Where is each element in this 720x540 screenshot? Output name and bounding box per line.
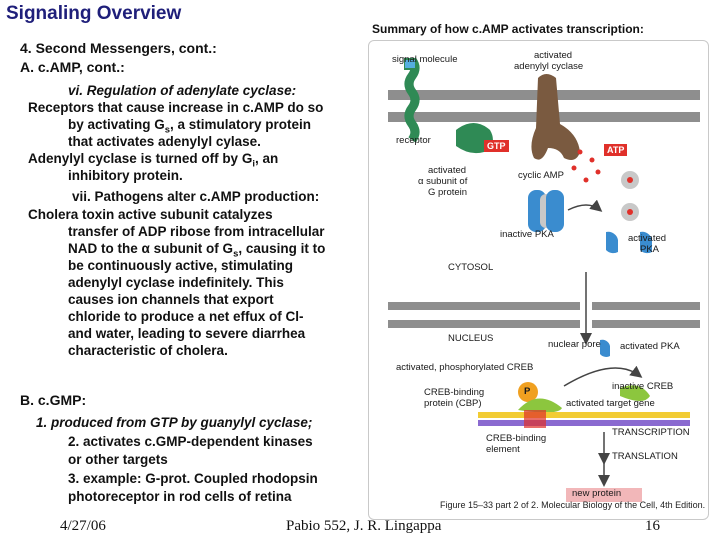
label-nuclear-pore: nuclear pore [548,339,601,350]
body-line-14: chloride to produce a net effux of Cl- [68,309,304,324]
label-atp: ATP [604,144,628,156]
slide-title: Signaling Overview [6,3,182,24]
label-cbp-1: CREB-binding [424,387,485,398]
body-line-10: NAD to the α subunit of Gs, causing it t… [68,241,326,260]
body-line-15: and water, leading to severe diarrhea [68,326,306,341]
label-receptor: receptor [396,135,431,146]
signal-molecule-inner [405,60,415,68]
label-activated-alpha-2: α subunit of [418,176,468,187]
receptor-shape [404,57,420,143]
nuclear-envelope-inner [388,320,700,328]
cgmp-line-4: 3. example: G-prot. Coupled rhodopsin [68,471,318,486]
dna-strand-1 [478,412,690,418]
body-line-16: characteristic of cholera. [68,343,228,358]
footer-date: 4/27/06 [60,518,106,534]
cgmp-line-3: or other targets [68,452,168,467]
nuclear-envelope-outer [388,302,700,310]
heading-second-messengers: 4. Second Messengers, cont.: [20,40,217,56]
inactive-creb-shape [620,385,650,401]
body-line-13: causes ion channels that export [68,292,274,307]
p-badge-circle [518,382,538,402]
activated-pka-shape [606,171,652,254]
body-line-12: adenylyl cyclase indefinitely. This [68,275,284,290]
figure-caption: Figure 15–33 part 2 of 2. Molecular Biol… [440,500,706,510]
label-inactive-creb: inactive CREB [612,381,674,392]
body-line-6: inhibitory protein. [68,168,183,183]
label-cbp-2: protein (CBP) [424,398,482,409]
body-line-7: vii. Pathogens alter c.AMP production: [72,189,320,204]
body-line-8: Cholera toxin active subunit catalyzes [28,207,273,222]
body-line-2: Receptors that cause increase in c.AMP d… [28,100,324,115]
label-activated-pka-1: activated [628,233,667,244]
label-nucleus: NUCLEUS [448,333,494,344]
body-line-5: Adenylyl cyclase is turned off by Gi, an [28,151,279,170]
footer-center: Pabio 552, J. R. Lingappa [286,518,442,534]
inactive-pka-shape [528,190,564,232]
dna-strand-2 [478,420,690,426]
label-p-badge: P [524,386,531,397]
label-gtp: GTP [484,140,509,152]
label-adenylyl-cyclase: adenylyl cyclase [514,61,584,72]
label-activated-pka-2: PKA [640,244,660,255]
footer-page-number: 16 [645,518,660,534]
cgmp-line-2: 2. activates c.GMP-dependent kinases [68,434,313,449]
figure-frame [368,40,709,520]
activated-creb-shape [518,398,562,413]
label-new-protein: new protein [572,488,622,499]
heading-cgmp: B. c.GMP: [20,392,87,408]
label-signal-molecule: signal molecule [392,54,458,65]
label-activated-pka-nucleus: activated PKA [620,341,680,352]
body-line-3: by activating Gs, a stimulatory protein [68,117,312,136]
body-line-1: vi. Regulation of adenylate cyclase: [68,83,297,98]
camp-pathway-diagram [388,57,700,502]
heading-camp: A. c.AMP, cont.: [20,59,125,75]
activated-pka-nucleus-shape [600,339,610,357]
new-protein-box [566,488,642,502]
body-line-9: transfer of ADP ribose from intracellula… [68,224,325,239]
cgmp-line-5: photoreceptor in rod cells of retina [68,489,292,504]
creb-binding-element-box [524,410,546,428]
label-activated-alpha-1: activated [428,165,467,176]
label-inactive-pka: inactive PKA [500,229,554,240]
body-line-11: be continuously active, stimulating [68,258,294,273]
label-creb-element-1: CREB-binding [486,433,547,444]
label-activated-adenylyl-1: activated [534,50,573,61]
body-line-4: that activates adenylyl cylase. [68,134,261,149]
label-activated-alpha-3: G protein [428,187,468,198]
label-translation: TRANSLATION [612,451,678,462]
label-creb-element-2: element [486,444,520,455]
label-cyclic-amp: cyclic AMP [518,170,564,181]
label-cytosol: CYTOSOL [448,262,494,273]
label-activated-creb: activated, phosphorylated CREB [396,362,534,373]
label-activated-target-gene: activated target gene [566,398,655,409]
adenylyl-cyclase-shape [531,74,580,160]
label-transcription: TRANSCRIPTION [612,427,690,438]
camp-dots [571,149,601,183]
cgmp-line-1: 1. produced from GTP by guanylyl cyclase… [36,415,313,430]
figure-title: Summary of how c.AMP activates transcrip… [372,22,644,36]
